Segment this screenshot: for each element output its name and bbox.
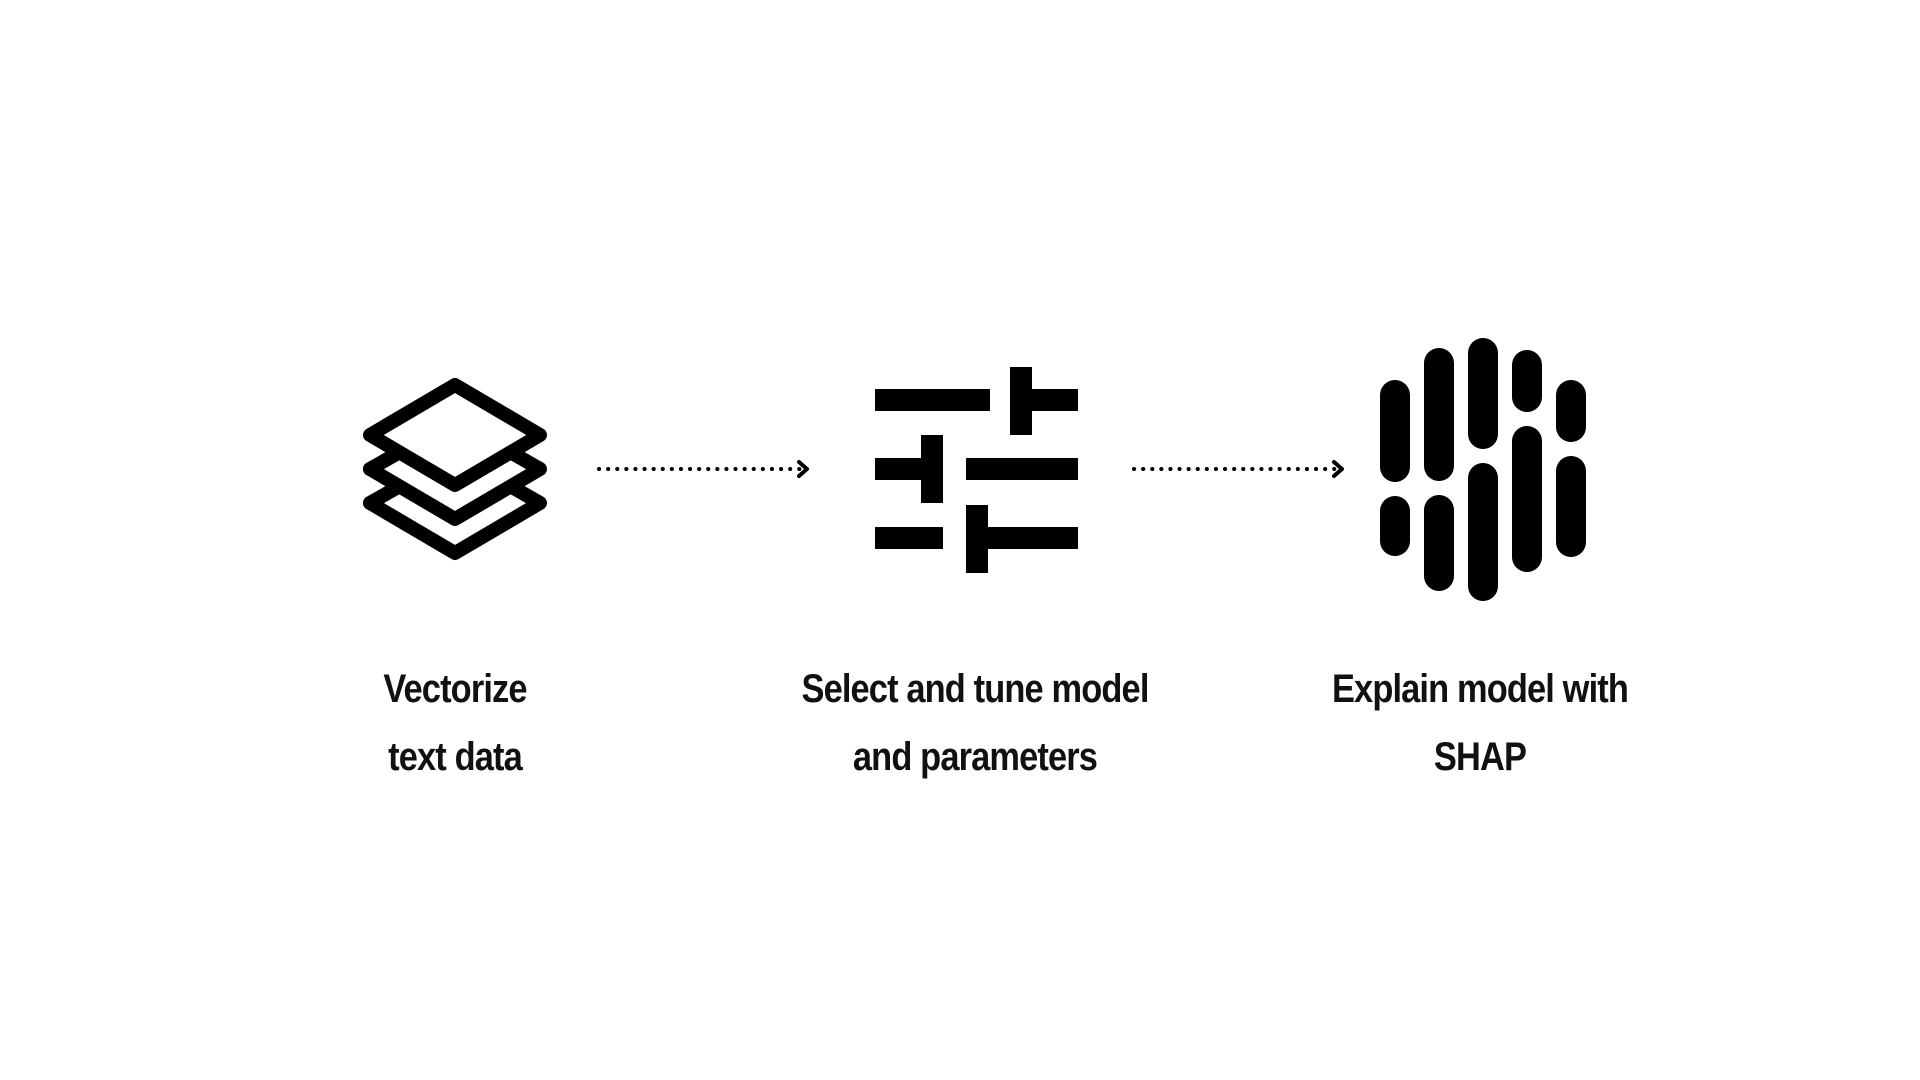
slider-row-1-right <box>1010 389 1078 411</box>
slider-row-3-right <box>966 527 1078 549</box>
layer-bottom <box>363 480 547 560</box>
shap-logo-icon <box>1380 338 1586 601</box>
step-1-label: Vectorize text data <box>326 655 584 791</box>
layer-top <box>363 378 547 492</box>
bar-1a <box>1380 380 1410 482</box>
slider-row-2-knob <box>921 435 943 503</box>
step-2-label-line-1: Select and tune model <box>801 667 1149 711</box>
bar-4b <box>1512 426 1542 572</box>
bar-5a <box>1556 380 1586 442</box>
dotted-arrow-1 <box>597 460 809 478</box>
step-3-label-line-2: SHAP <box>1433 735 1527 779</box>
bar-3a <box>1468 338 1498 449</box>
layer-middle <box>363 446 547 526</box>
arrowhead <box>797 460 809 478</box>
slider-row-1-left <box>875 389 990 411</box>
step-1-label-line-1: Vectorize <box>383 667 527 711</box>
dotted-arrow-2 <box>1132 460 1344 478</box>
bar-4a <box>1512 350 1542 412</box>
slider-row-3-left <box>875 527 943 549</box>
step-3-label: Explain model with SHAP <box>1265 655 1695 791</box>
step-2-label: Select and tune model and parameters <box>760 655 1190 791</box>
layers-icon <box>363 378 547 560</box>
bar-3b <box>1468 463 1498 601</box>
step-2-label-line-2: and parameters <box>852 735 1098 779</box>
bar-2a <box>1424 348 1454 481</box>
arrowhead <box>1332 460 1344 478</box>
bar-2b <box>1424 495 1454 591</box>
slider-row-2-right <box>966 458 1078 480</box>
bar-1b <box>1380 496 1410 556</box>
step-1-label-line-2: text data <box>388 735 523 779</box>
step-3-label-line-1: Explain model with <box>1331 667 1629 711</box>
bar-5b <box>1556 456 1586 557</box>
sliders-icon <box>875 367 1078 573</box>
